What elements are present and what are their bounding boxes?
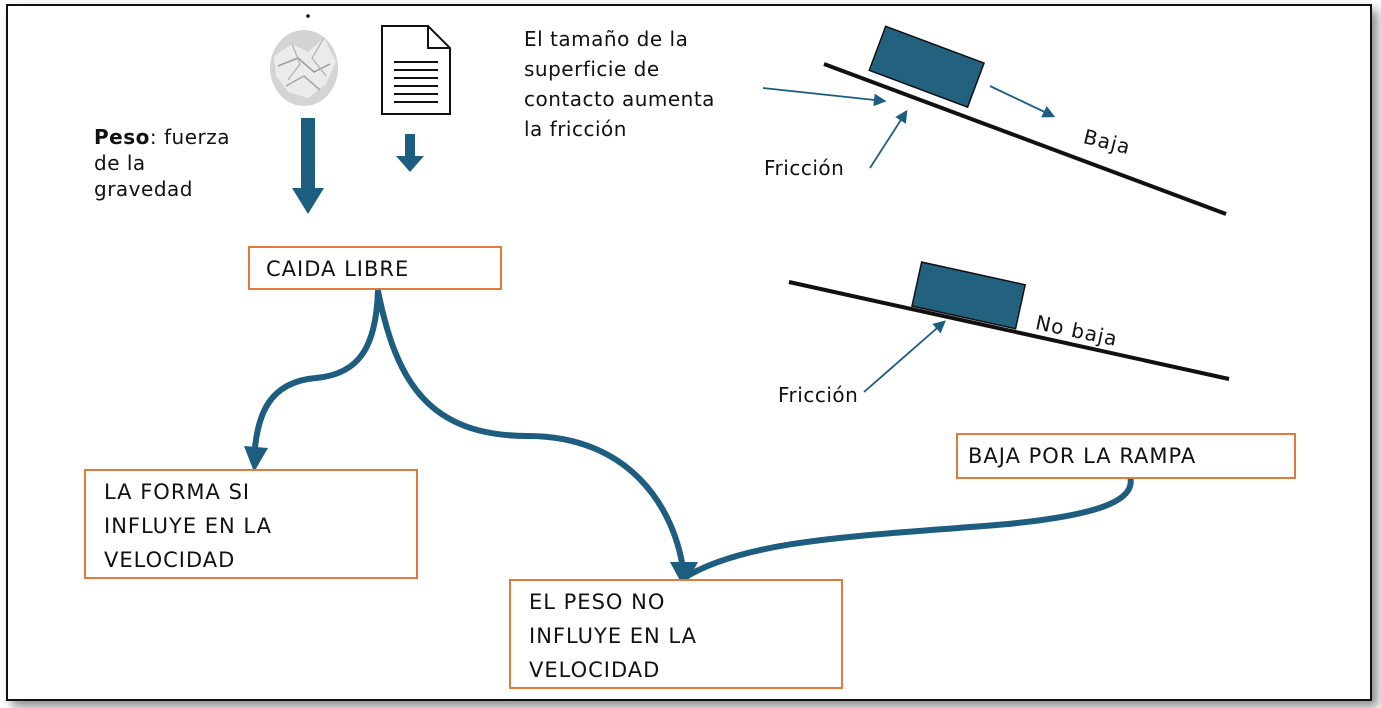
peso-box-line-1: EL PESO NO	[529, 590, 666, 614]
peso-box-line-3: VELOCIDAD	[529, 658, 661, 682]
friccion-bottom-pointer-arrow	[863, 320, 946, 393]
caida-libre-box: CAIDA LIBRE	[248, 246, 502, 290]
friccion-bottom-label: Fricción	[778, 383, 859, 407]
friccion-top-pointer-arrow	[869, 109, 908, 169]
forma-box: LA FORMA SI INFLUYE EN LA VELOCIDAD	[84, 469, 418, 579]
superficie-line-3: contacto aumenta	[524, 87, 715, 111]
diagram-canvas: Peso: fuerza de la gravedad El tamaño de…	[6, 4, 1372, 701]
peso-bold: Peso	[94, 125, 150, 149]
peso-line2: de la	[94, 151, 146, 175]
peso-rest: : fuerza	[149, 125, 230, 149]
superficie-line-2: superficie de	[524, 57, 660, 81]
upper-ramp-line	[823, 62, 1227, 216]
connector-rampa-to-peso	[681, 473, 1134, 581]
baja-direction-arrow	[989, 85, 1056, 118]
rampa-box: BAJA POR LA RAMPA	[956, 433, 1296, 479]
superficie-pointer-arrow	[762, 87, 887, 107]
superficie-line-4: la fricción	[524, 117, 627, 141]
lower-ramp-block	[911, 261, 1027, 330]
small-weight-arrow	[396, 134, 424, 172]
dot-mark	[306, 14, 310, 18]
peso-label: Peso: fuerza de la gravedad	[94, 124, 230, 202]
peso-box-line-2: INFLUYE EN LA	[529, 624, 697, 648]
big-weight-arrow	[292, 118, 324, 214]
connector-caida-to-forma	[251, 288, 381, 464]
superficie-text: El tamaño de la superficie de contacto a…	[524, 24, 715, 144]
lower-ramp-line	[788, 280, 1230, 381]
peso-line3: gravedad	[94, 177, 193, 201]
rampa-text: BAJA POR LA RAMPA	[968, 444, 1197, 468]
diagram-graphics	[244, 14, 1230, 588]
peso-box: EL PESO NO INFLUYE EN LA VELOCIDAD	[509, 579, 843, 689]
paper-sheet-icon	[381, 25, 451, 115]
forma-line-3: VELOCIDAD	[104, 548, 236, 572]
forma-line-1: LA FORMA SI	[104, 480, 251, 504]
arrowhead-peso	[670, 562, 698, 588]
upper-ramp-block	[868, 25, 986, 109]
friccion-top-label: Fricción	[764, 156, 845, 180]
caida-libre-text: CAIDA LIBRE	[266, 257, 410, 281]
forma-line-2: INFLUYE EN LA	[104, 514, 272, 538]
arrowhead-forma	[244, 446, 268, 472]
connector-caida-to-peso	[375, 288, 687, 579]
superficie-line-1: El tamaño de la	[524, 27, 689, 51]
crumpled-paper-icon	[270, 30, 338, 106]
